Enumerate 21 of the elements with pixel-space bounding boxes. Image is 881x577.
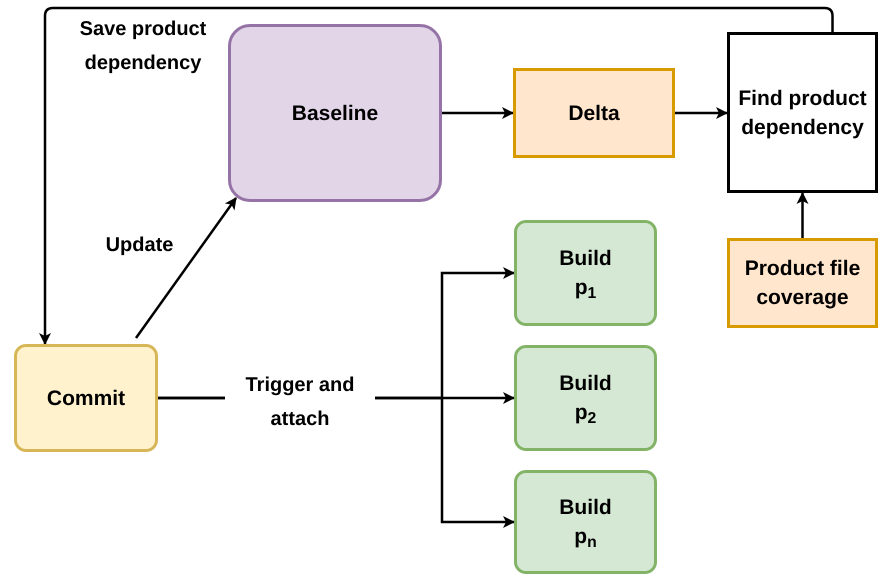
arrow	[796, 192, 808, 238]
node-label: Build p$_{1}$	[558, 246, 613, 302]
arrow	[134, 197, 238, 339]
node-label: Baseline	[292, 100, 378, 126]
process-box	[727, 32, 878, 193]
process-box	[727, 238, 878, 328]
node-label: Product file coverage	[744, 256, 862, 311]
arrow	[39, 6, 834, 345]
arrow	[442, 107, 514, 119]
process-box	[514, 220, 657, 326]
process-box	[514, 345, 657, 451]
process-box	[513, 68, 675, 158]
process-box	[514, 470, 657, 574]
node-label: Build p$_{n}$	[558, 495, 613, 551]
process-box	[228, 24, 442, 202]
arrow	[675, 107, 728, 119]
node-label: Build p$_{2}$	[558, 371, 613, 427]
node-label: Commit	[46, 386, 126, 412]
node-label: Delta	[568, 100, 620, 126]
process-box	[14, 344, 158, 452]
node-label: Find product dependency	[737, 86, 868, 140]
